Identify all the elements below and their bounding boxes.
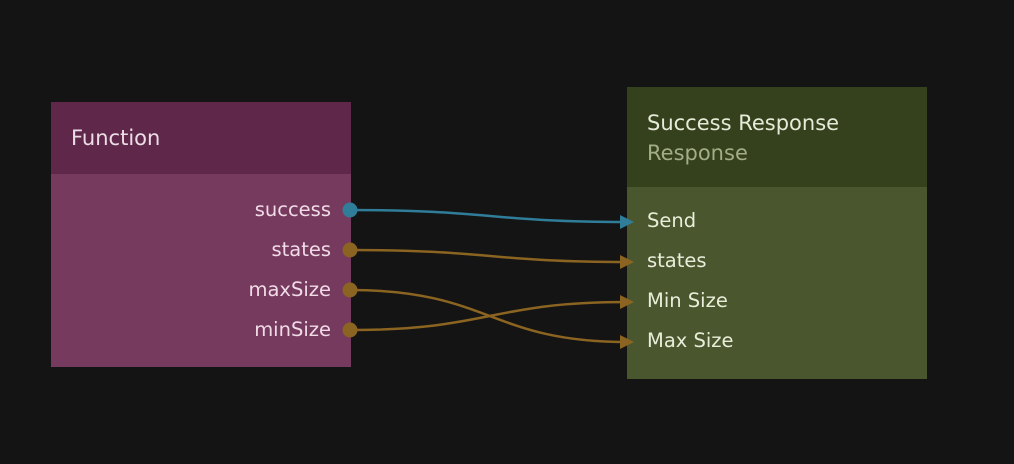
wire-minsize-to-min-size[interactable] — [349, 300, 628, 332]
response-node-title: Success Response — [647, 111, 840, 135]
response-node-body: Send states Min Size Max Size — [627, 187, 927, 379]
output-port-label-minsize: minSize — [254, 318, 331, 341]
wire-maxsize-to-max-size[interactable] — [349, 288, 628, 344]
output-port-label-maxsize: maxSize — [248, 278, 331, 301]
input-port-label-send: Send — [647, 209, 697, 232]
function-node[interactable]: Function success states maxSize minSize — [51, 102, 351, 367]
input-port-label-min-size: Min Size — [647, 289, 728, 312]
function-node-title: Function — [71, 126, 161, 150]
function-node-body: success states maxSize minSize — [51, 174, 351, 367]
response-node-header[interactable]: Success Response Response — [627, 87, 927, 187]
input-port-label-max-size: Max Size — [647, 329, 734, 352]
success-response-node[interactable]: Success Response Response Send states Mi… — [627, 87, 927, 379]
function-node-header[interactable]: Function — [51, 102, 351, 174]
response-node-subtitle: Response — [647, 141, 748, 165]
output-port-label-success: success — [254, 198, 331, 221]
wire-success-to-send[interactable] — [349, 208, 628, 224]
wire-states-to-states[interactable] — [349, 248, 628, 264]
input-port-label-states: states — [647, 249, 707, 272]
output-port-label-states: states — [271, 238, 331, 261]
